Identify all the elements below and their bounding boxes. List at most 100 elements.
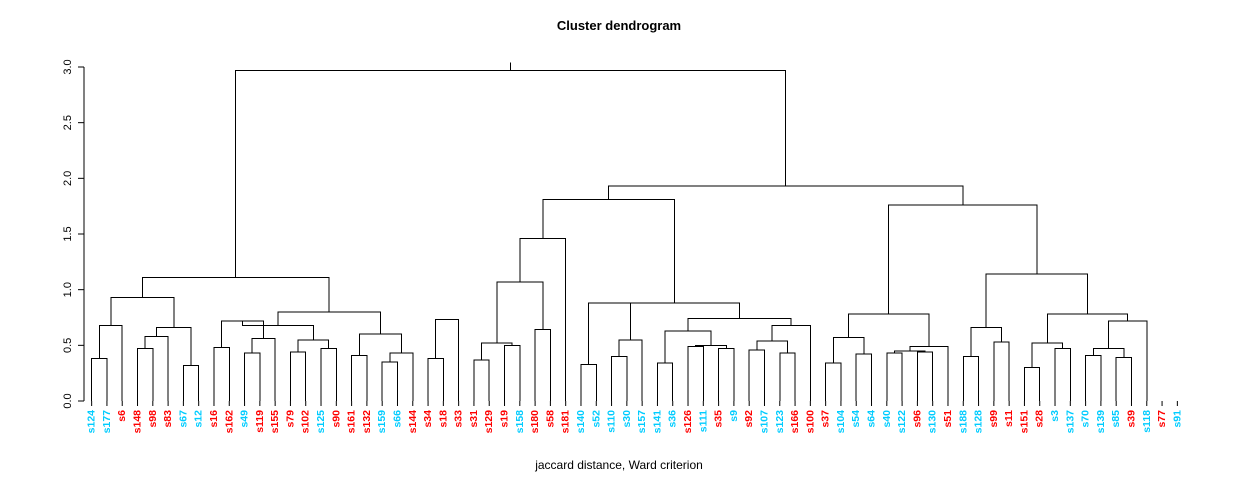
dendrogram-branches bbox=[91, 62, 1148, 401]
leaf-label: s37 bbox=[820, 410, 832, 428]
dendrogram-branch bbox=[182, 364, 200, 401]
y-tick-label: 2.0 bbox=[62, 171, 74, 186]
dendrogram-branch bbox=[277, 311, 381, 335]
dendrogram-branch bbox=[496, 281, 544, 344]
leaf-label: s181 bbox=[560, 410, 572, 434]
leaf-label: s77 bbox=[1156, 410, 1168, 428]
dendrogram-branch bbox=[351, 354, 368, 401]
dendrogram-branch bbox=[832, 337, 865, 364]
y-tick-label: 1.0 bbox=[62, 282, 74, 297]
leaf-label: s39 bbox=[1125, 410, 1137, 428]
dendrogram-branch bbox=[389, 352, 414, 401]
dendrogram-branch bbox=[289, 351, 307, 401]
leaf-label: s188 bbox=[957, 410, 969, 434]
y-tick-label: 0.0 bbox=[62, 393, 74, 408]
dendrogram-branch bbox=[542, 198, 676, 304]
dendrogram-branch bbox=[213, 347, 230, 401]
leaf-label: s90 bbox=[330, 410, 342, 428]
dendrogram-branch bbox=[748, 349, 765, 401]
dendrogram-branch bbox=[435, 319, 460, 401]
dendrogram-branch bbox=[144, 335, 169, 401]
leaf-label: s118 bbox=[1141, 410, 1153, 433]
leaf-label: s139 bbox=[1095, 410, 1107, 434]
dendrogram-branch bbox=[687, 318, 792, 331]
leaf-label: s36 bbox=[667, 410, 679, 428]
dendrogram-branch bbox=[695, 344, 727, 349]
leaf-label: s177 bbox=[101, 410, 113, 434]
leaf-label: s132 bbox=[361, 410, 373, 434]
page-title: Cluster dendrogram bbox=[556, 18, 682, 33]
leaf-label: s140 bbox=[575, 410, 587, 434]
leaf-label: s123 bbox=[774, 410, 786, 434]
leaf-label: s130 bbox=[927, 410, 939, 434]
dendrogram-branch bbox=[235, 69, 787, 278]
leaf-label: s107 bbox=[758, 410, 770, 434]
dendrogram-branch bbox=[381, 361, 398, 401]
x-axis-caption: jaccard distance, Ward criterion bbox=[535, 458, 703, 472]
dendrogram-branch bbox=[1108, 320, 1148, 401]
dendrogram-branch bbox=[91, 358, 108, 401]
dendrogram-branch bbox=[588, 302, 632, 365]
dendrogram-branch bbox=[320, 348, 337, 401]
dendrogram-branch bbox=[1031, 342, 1064, 368]
dendrogram-branch bbox=[993, 341, 1010, 401]
dendrogram-branch bbox=[481, 342, 513, 360]
leaf-label: s180 bbox=[529, 410, 541, 434]
dendrogram-branch bbox=[137, 348, 154, 401]
leaf-label: s33 bbox=[453, 410, 465, 428]
leaf-label: s79 bbox=[284, 410, 296, 428]
dendrogram-branch bbox=[1115, 357, 1132, 401]
leaf-label: s3 bbox=[1049, 410, 1061, 422]
dendrogram-branch bbox=[1085, 354, 1102, 401]
leaf-label: s64 bbox=[866, 410, 878, 428]
dendrogram-branch bbox=[358, 333, 402, 356]
leaf-label: s98 bbox=[147, 410, 159, 428]
dendrogram-branch bbox=[848, 313, 930, 347]
leaf-label: s35 bbox=[713, 410, 725, 428]
dendrogram-branch bbox=[916, 351, 934, 401]
leaf-label: s49 bbox=[239, 410, 251, 428]
dendrogram-branch bbox=[1092, 348, 1125, 358]
leaf-label: s110 bbox=[606, 410, 618, 433]
dendrogram-branch bbox=[1046, 313, 1129, 344]
dendrogram-branch bbox=[110, 296, 175, 328]
leaf-label: s11 bbox=[1003, 410, 1015, 427]
leaf-label: s162 bbox=[223, 410, 235, 434]
leaf-label: s141 bbox=[651, 410, 663, 434]
leaf-label: s125 bbox=[315, 410, 327, 434]
leaf-label: s34 bbox=[422, 410, 434, 428]
leaf-label: s92 bbox=[743, 410, 755, 428]
dendrogram-branch bbox=[771, 324, 811, 401]
dendrogram-branch bbox=[779, 352, 796, 401]
leaf-label: s30 bbox=[621, 410, 633, 428]
dendrogram-branch bbox=[244, 352, 261, 401]
leaf-label: s100 bbox=[804, 410, 816, 434]
dendrogram-branch bbox=[427, 358, 444, 401]
dendrogram-branch bbox=[687, 345, 704, 401]
leaf-label: s155 bbox=[269, 410, 281, 434]
dendrogram-branch bbox=[251, 338, 276, 401]
leaf-label: s19 bbox=[499, 410, 511, 428]
leaf-label: s128 bbox=[973, 410, 985, 434]
leaf-label: s83 bbox=[162, 410, 174, 428]
dendrogram-branch bbox=[580, 363, 597, 401]
dendrogram-branch bbox=[855, 353, 873, 401]
leaf-label: s52 bbox=[590, 410, 602, 428]
leaf-label: s28 bbox=[1034, 410, 1046, 428]
dendrogram-branch bbox=[886, 352, 903, 401]
dendrogram-branch bbox=[825, 362, 842, 401]
leaf-label: s85 bbox=[1110, 410, 1122, 428]
leaf-label: s161 bbox=[346, 410, 358, 434]
dendrogram-branch bbox=[656, 362, 674, 401]
leaf-label: s67 bbox=[177, 410, 189, 428]
leaf-label: s111 bbox=[697, 410, 709, 432]
dendrogram-branch bbox=[1023, 367, 1041, 401]
leaf-label: s6 bbox=[116, 410, 128, 422]
leaf-label: s129 bbox=[483, 410, 495, 434]
leaf-label: s122 bbox=[896, 410, 908, 434]
leaf-label: s119 bbox=[254, 410, 266, 433]
leaf-label: s99 bbox=[988, 410, 1000, 428]
y-tick-label: 1.5 bbox=[62, 226, 74, 241]
